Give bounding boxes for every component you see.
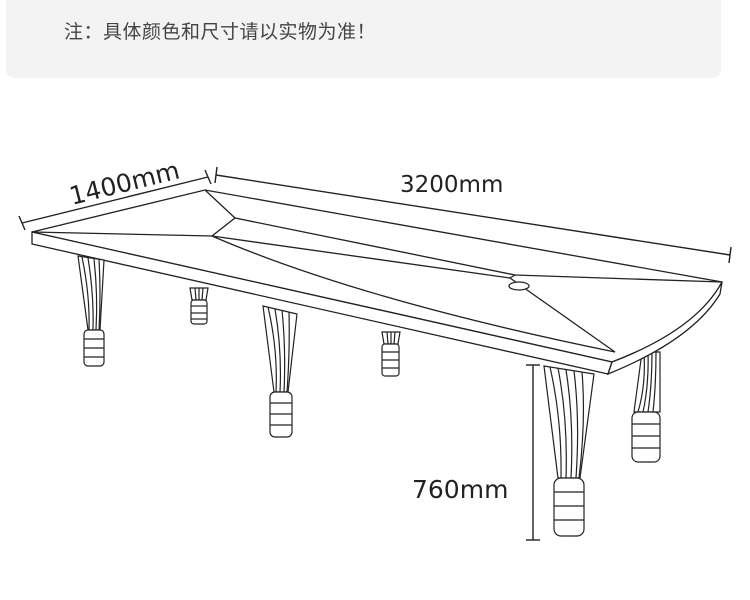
front-leg-left bbox=[77, 255, 105, 367]
back-leg-right bbox=[631, 351, 661, 463]
note-text: 注：具体颜色和尺寸请以实物为准！ bbox=[64, 21, 377, 43]
front-leg-right bbox=[543, 365, 595, 537]
length-dimension-line bbox=[214, 166, 732, 264]
back-leg-middle bbox=[381, 331, 401, 377]
front-leg-middle bbox=[262, 305, 298, 438]
height-label: 760mm bbox=[412, 475, 508, 504]
note-banner: 注：具体颜色和尺寸请以实物为准！ bbox=[6, 0, 721, 78]
back-leg-left bbox=[189, 287, 209, 325]
height-dimension-line bbox=[526, 364, 540, 541]
length-label: 3200mm bbox=[400, 172, 503, 198]
table-top bbox=[31, 189, 724, 376]
width-dimension-line bbox=[18, 169, 212, 231]
